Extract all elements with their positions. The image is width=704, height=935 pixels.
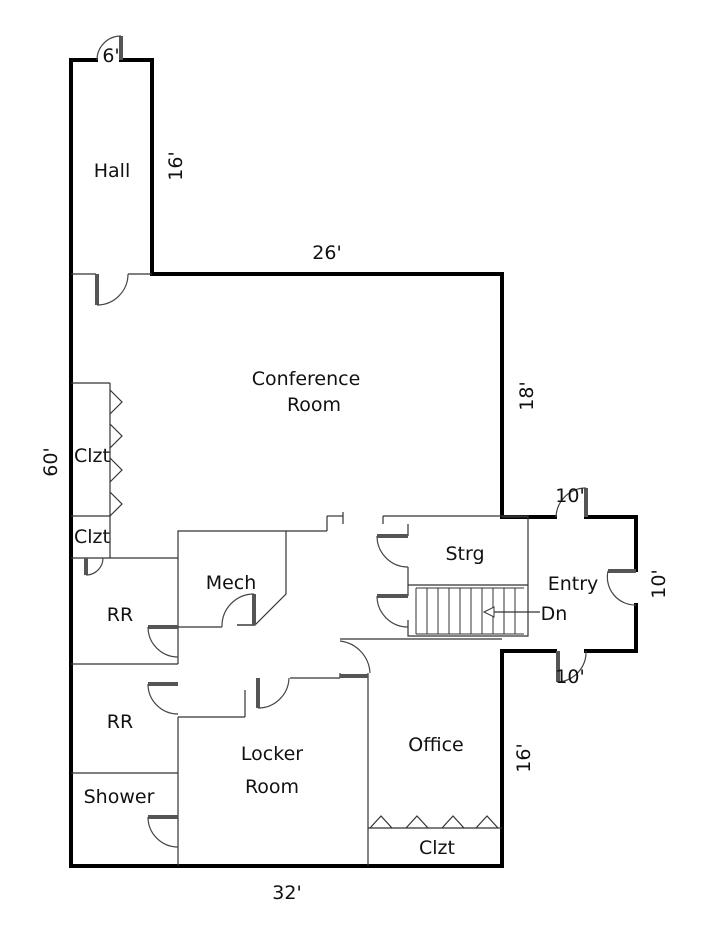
hall-conference-door: [95, 273, 129, 306]
dimension-entry-top: 10': [555, 485, 584, 507]
dimension-office-depth: 16': [513, 743, 535, 772]
entry-right-door: [606, 569, 637, 606]
exterior-walls: [69, 58, 638, 868]
room-label-closet-3: Clzt: [419, 837, 455, 859]
stair-treads: [415, 587, 524, 635]
room-label-restroom-2: RR: [107, 711, 133, 733]
room-label-office: Office: [408, 734, 463, 756]
restroom-door-1: [147, 625, 179, 658]
stair-direction-arrow: [482, 606, 540, 618]
stair-door: [376, 594, 409, 628]
bifold-doors: [109, 389, 499, 829]
dimension-labels: 6' 16' 26' 18' 60' 10' 10' 10' 16' 32': [40, 45, 670, 904]
locker-room-door: [256, 677, 290, 709]
stair-label: Dn: [541, 603, 568, 625]
dimension-entry-depth: 10': [648, 569, 670, 598]
dimension-hall-length: 16': [165, 151, 187, 180]
interior-partitions: [71, 273, 529, 866]
dimension-conference-depth: 18': [516, 381, 538, 410]
room-labels: Hall Conference Room Clzt Clzt Mech Strg…: [74, 160, 598, 859]
office-door: [339, 640, 371, 678]
restroom-door-2: [147, 682, 179, 715]
room-label-mech: Mech: [206, 572, 257, 594]
entry-bottom-door: [556, 650, 587, 683]
dimension-entry-bottom: 10': [555, 666, 584, 688]
storage-door: [376, 534, 409, 568]
shower-door: [147, 815, 179, 848]
entry-top-door: [555, 487, 588, 518]
dimension-hall-width: 6': [102, 45, 119, 67]
room-label-conference-line1: Conference: [252, 368, 361, 390]
hall-top-door: [96, 35, 123, 61]
room-label-locker-line1: Locker: [241, 743, 303, 765]
dimension-overall-width: 32': [272, 882, 301, 904]
mech-door: [221, 593, 256, 628]
room-label-closet-2: Clzt: [74, 526, 110, 548]
dimension-overall-depth: 60': [40, 447, 62, 476]
room-label-entry: Entry: [548, 573, 599, 595]
room-label-storage: Strg: [445, 543, 484, 565]
room-label-locker-line2: Room: [245, 776, 299, 798]
dimension-conference-width: 26': [312, 242, 341, 264]
room-label-hall: Hall: [94, 160, 131, 182]
room-label-shower: Shower: [84, 786, 155, 808]
room-label-restroom-1: RR: [107, 604, 133, 626]
room-label-conference-line2: Room: [287, 394, 341, 416]
closet-door: [84, 557, 104, 576]
room-label-closet-1: Clzt: [74, 445, 110, 467]
doors: [84, 35, 637, 848]
